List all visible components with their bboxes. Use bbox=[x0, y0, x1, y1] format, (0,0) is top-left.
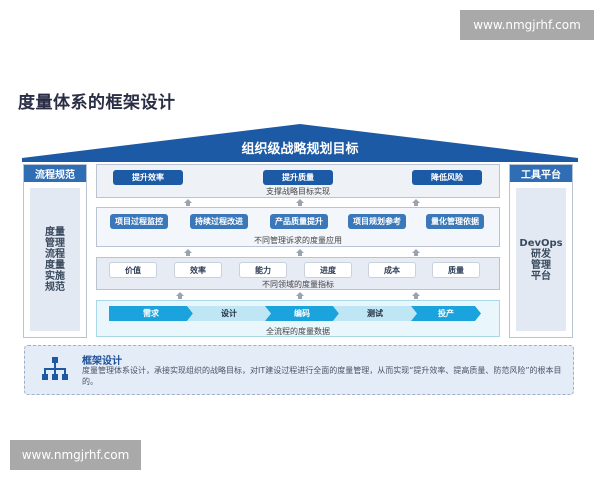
applications-layer: 项目过程监控 持续过程改进 产品质量提升 项目规划参考 量化管理依据 不同管理诉… bbox=[96, 207, 500, 247]
framework-note: 框架设计 度量管理体系设计，承接实现组织的战略目标，对IT建设过程进行全面的度量… bbox=[24, 345, 574, 395]
up-arrow-icon bbox=[296, 199, 304, 206]
up-arrow-icon bbox=[412, 199, 420, 206]
up-arrow-icon bbox=[296, 249, 304, 256]
tool-platform-panel: 工具平台 DevOps 研发 管理 平台 bbox=[509, 164, 573, 338]
roof-shape bbox=[22, 124, 578, 162]
up-arrow-icon bbox=[412, 249, 420, 256]
stage-testing: 测试 bbox=[333, 306, 417, 321]
application-item: 项目过程监控 bbox=[110, 214, 168, 229]
application-item: 量化管理依据 bbox=[426, 214, 484, 229]
goal-efficiency: 提升效率 bbox=[113, 170, 183, 185]
metric-item: 质量 bbox=[432, 262, 480, 278]
org-chart-icon bbox=[42, 357, 68, 380]
metric-item: 价值 bbox=[109, 262, 157, 278]
tool-platform-header: 工具平台 bbox=[510, 165, 572, 182]
strategy-roof: 组织级战略规划目标 bbox=[22, 124, 578, 162]
process-data-caption: 全流程的度量数据 bbox=[266, 327, 330, 336]
tool-platform-body: DevOps 研发 管理 平台 bbox=[516, 188, 566, 331]
applications-caption: 不同管理诉求的度量应用 bbox=[254, 236, 342, 245]
stage-coding: 编码 bbox=[265, 306, 339, 321]
note-text: 度量管理体系设计，承接实现组织的战略目标，对IT建设过程进行全面的度量管理，从而… bbox=[82, 366, 562, 386]
up-arrow-icon bbox=[296, 292, 304, 299]
watermark-bottom: www.nmgjrhf.com bbox=[10, 440, 141, 470]
metrics-caption: 不同领域的度量指标 bbox=[262, 280, 334, 289]
page-title: 度量体系的框架设计 bbox=[18, 93, 176, 113]
metric-item: 进度 bbox=[304, 262, 352, 278]
process-standard-panel: 流程规范 度量 管理 流程 度量 实施 规范 bbox=[23, 164, 87, 338]
stage-requirement: 需求 bbox=[109, 306, 193, 321]
up-arrow-icon bbox=[184, 199, 192, 206]
goals-layer: 提升效率 提升质量 降低风险 支撑战略目标实现 bbox=[96, 164, 500, 198]
process-data-layer: 需求 设计 编码 测试 投产 全流程的度量数据 bbox=[96, 300, 500, 337]
metric-item: 能力 bbox=[239, 262, 287, 278]
metric-item: 效率 bbox=[174, 262, 222, 278]
metrics-layer: 价值 效率 能力 进度 成本 质量 不同领域的度量指标 bbox=[96, 257, 500, 290]
stage-design: 设计 bbox=[187, 306, 271, 321]
goal-risk: 降低风险 bbox=[412, 170, 482, 185]
up-arrow-icon bbox=[184, 249, 192, 256]
application-item: 持续过程改进 bbox=[190, 214, 248, 229]
up-arrow-icon bbox=[176, 292, 184, 299]
application-item: 项目规划参考 bbox=[348, 214, 406, 229]
metric-item: 成本 bbox=[368, 262, 416, 278]
watermark-top: www.nmgjrhf.com bbox=[460, 10, 594, 40]
process-standard-body: 度量 管理 流程 度量 实施 规范 bbox=[30, 188, 80, 331]
note-title: 框架设计 bbox=[82, 356, 122, 367]
application-item: 产品质量提升 bbox=[270, 214, 328, 229]
process-standard-header: 流程规范 bbox=[24, 165, 86, 182]
up-arrow-icon bbox=[412, 292, 420, 299]
goal-quality: 提升质量 bbox=[263, 170, 333, 185]
goals-caption: 支撑战略目标实现 bbox=[266, 187, 330, 196]
roof-title: 组织级战略规划目标 bbox=[241, 142, 359, 157]
stage-production: 投产 bbox=[411, 306, 481, 321]
